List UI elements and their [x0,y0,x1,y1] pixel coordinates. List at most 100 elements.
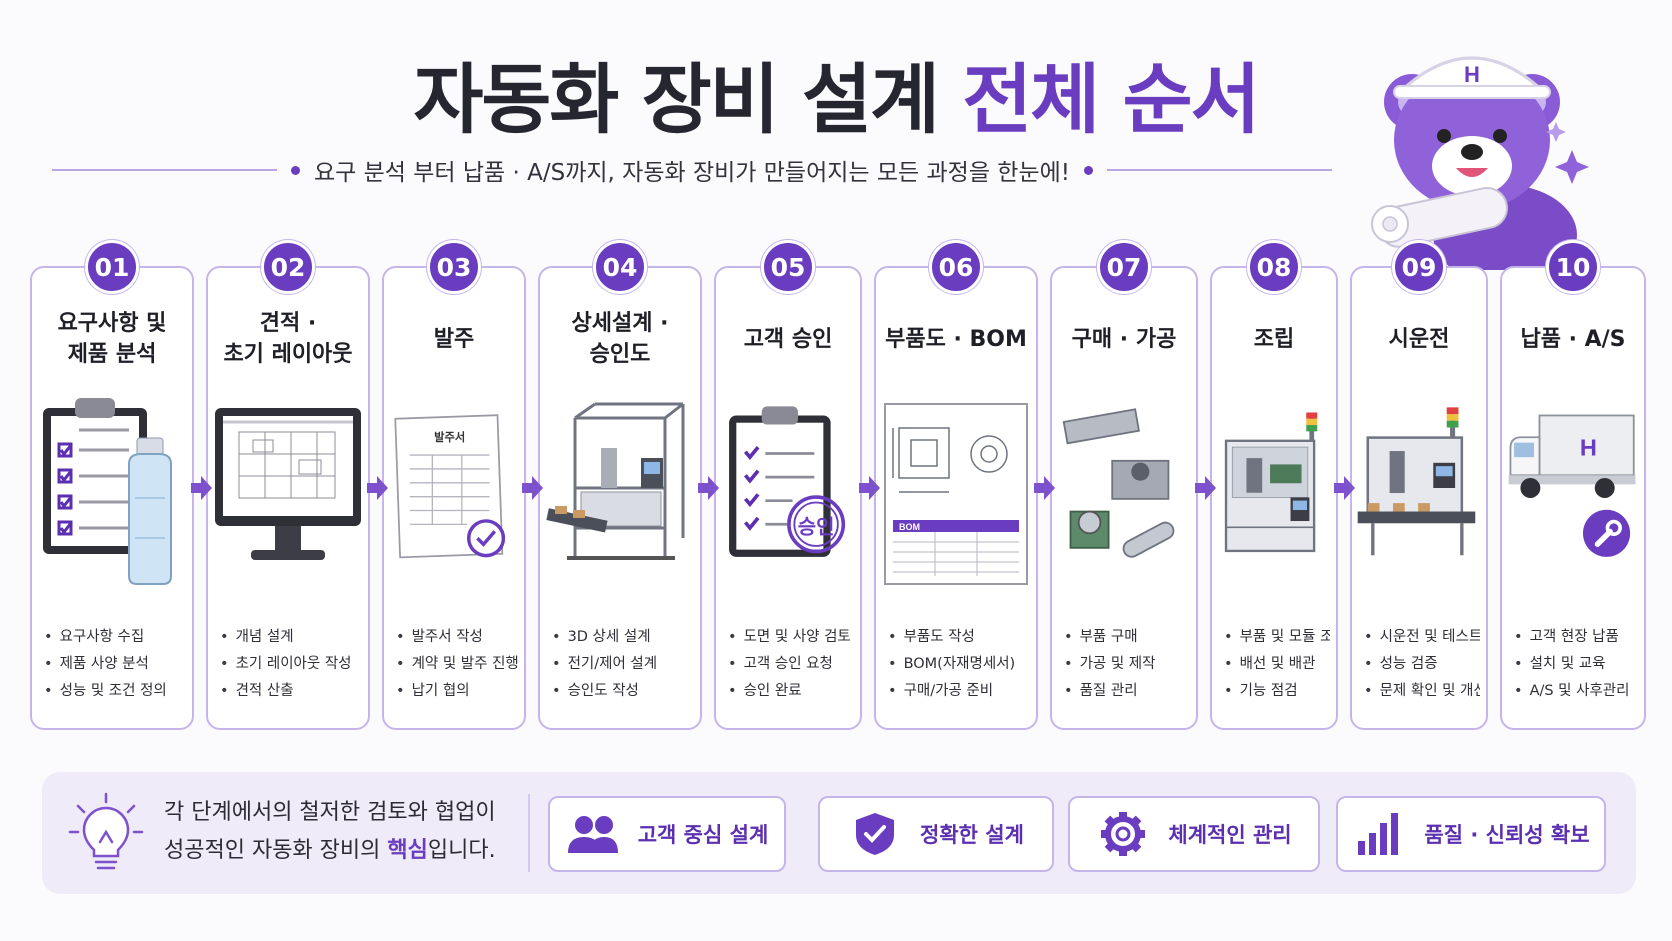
step-bullet: 문제 확인 및 개선 [1364,678,1480,705]
page-title-main: 자동화 장비 설계 [413,55,963,144]
step-bullets: 개념 설계 초기 레이아웃 작성 견적 산출 [220,624,362,705]
step-bullets: 도면 및 사양 검토 고객 승인 요청 승인 완료 [728,624,854,705]
step-bullet: 발주서 작성 [396,624,518,651]
step-bullet: 시운전 및 테스트 [1364,624,1480,651]
step-card-03: 03 발주 발주서 발주서 작성 계약 및 발주 진행 납기 협의 [382,240,526,730]
arrow-right-icon [859,476,880,500]
step-bullets: 부품 구매 가공 및 제작 품질 관리 [1064,624,1190,705]
arrow-right-icon [1034,476,1055,500]
users-icon [567,816,618,853]
subtitle-divider-right [1107,169,1332,171]
step-bullet: 요구사항 수집 [44,624,186,651]
step-card-09: 09 시운전 시운전 및 테스트 성능 검증 문제 확인 및 개선 [1350,240,1488,730]
bar-chart-icon [1358,813,1399,855]
step-title: 구매 · 가공 [1071,326,1177,352]
subtitle-row: 요구 분석 부터 납품 · A/S까지, 자동화 장비가 만들어지는 모든 과정… [52,150,1332,190]
step-bullet: 개념 설계 [220,624,362,651]
step-bullet: 설치 및 교육 [1514,651,1638,678]
arrow-right-icon [698,476,719,500]
machine-frame-icon [546,402,685,560]
gear-icon [1101,812,1146,856]
arrow-right-icon [522,476,543,500]
delivery-truck-icon: H [1508,414,1636,557]
step-number: 01 [85,240,139,294]
step-card-05: 05 고객 승인 승인 도면 및 사양 검토 고객 승인 요청 승인 완료 [714,240,862,730]
step-title: 고객 승인 [743,326,833,352]
step-title: 발주 [433,326,475,352]
pill-label: 체계적인 관리 [1168,823,1292,847]
page-title-accent: 전체 순서 [962,55,1260,144]
pill-label: 정확한 설계 [920,823,1024,847]
step-bullet: 품질 관리 [1064,678,1190,705]
step-bullets: 부품도 작성 BOM(자재명세서) 구매/가공 준비 [888,624,1030,705]
doc-label: 발주서 [434,430,465,444]
bear-mascot-icon: H [1371,56,1589,270]
footer-line-1: 각 단계에서의 철저한 검토와 협업이 [164,800,496,825]
step-bullet: 제품 사양 분석 [44,651,186,678]
step-bullet: 고객 현장 납품 [1514,624,1638,651]
step-bullet: 계약 및 발주 진행 [396,651,518,678]
step-title: 요구사항 및 제품 분석 [57,311,167,367]
step-bullet: 구매/가공 준비 [888,678,1030,705]
clipboard-approval-icon: 승인 [729,406,846,557]
bom-label: BOM [899,522,920,532]
step-card-02: 02 견적 · 초기 레이아웃 개념 설계 초기 레이아웃 작성 견적 산출 [206,240,370,730]
footer-highlight: 핵심 [387,838,428,863]
step-bullet: 승인 완료 [728,678,854,705]
step-bullet: 납기 협의 [396,678,518,705]
footer-line-2: 성공적인 자동화 장비의 핵심입니다. [164,838,496,863]
step-number: 06 [929,240,983,294]
step-bullets: 발주서 작성 계약 및 발주 진행 납기 협의 [396,624,518,705]
step-bullet: BOM(자재명세서) [888,651,1030,678]
step-bullet: 도면 및 사양 검토 [728,624,854,651]
bom-drawing-icon: BOM [884,403,1028,585]
step-title: 상세설계 · 승인도 [571,311,669,367]
step-bullet: 부품 구매 [1064,624,1190,651]
step-number: 03 [427,240,481,294]
helmet-letter: H [1464,62,1480,87]
step-card-08: 08 조립 부품 및 모듈 조립 배선 및 배관 기능 점검 [1210,240,1338,730]
step-title: 시운전 [1388,326,1450,352]
step-number: 04 [593,240,647,294]
lightbulb-icon [68,792,144,870]
machined-parts-icon [1062,408,1175,558]
step-bullets: 요구사항 수집 제품 사양 분석 성능 및 조건 정의 [44,624,186,705]
step-bullets: 3D 상세 설계 전기/제어 설계 승인도 작성 [552,624,694,705]
step-number: 08 [1247,240,1301,294]
truck-logo: H [1580,434,1597,460]
footer-message: 각 단계에서의 철저한 검토와 협업이 성공적인 자동화 장비의 핵심입니다. [164,794,496,870]
step-bullet: 배선 및 배관 [1224,651,1330,678]
arrow-right-icon [191,476,212,500]
step-card-10: 10 납품 · A/S H 고객 현장 납품 설치 및 교육 A/S 및 사후관… [1500,240,1646,730]
subtitle-dot-right [1084,165,1093,175]
step-bullets: 고객 현장 납품 설치 및 교육 A/S 및 사후관리 [1514,624,1638,705]
pill-label: 품질 · 신뢰성 확보 [1424,823,1590,847]
arrow-right-icon [367,476,388,500]
step-title: 견적 · 초기 레이아웃 [223,311,353,367]
page-title: 자동화 장비 설계 전체 순서 [0,38,1672,148]
purchase-order-doc-icon: 발주서 [394,414,506,559]
step-bullet: 승인도 작성 [552,678,694,705]
step-bullet: 3D 상세 설계 [552,624,694,651]
step-number: 09 [1392,240,1446,294]
step-card-01: 01 요구사항 및 제품 분석 요구사항 수집 제품 사양 분석 성능 및 조건… [30,240,194,730]
test-run-machine-icon [1357,407,1476,556]
pill-systematic-management: 체계적인 관리 [1068,796,1320,872]
step-bullet: 견적 산출 [220,678,362,705]
step-number: 02 [261,240,315,294]
step-card-07: 07 구매 · 가공 부품 구매 가공 및 제작 품질 관리 [1050,240,1198,730]
arrow-right-icon [1195,476,1216,500]
step-number: 07 [1097,240,1151,294]
pill-label: 고객 중심 설계 [637,823,769,847]
pill-accurate-design: 정확한 설계 [818,796,1054,872]
step-bullet: A/S 및 사후관리 [1514,678,1638,705]
footer-banner: 각 단계에서의 철저한 검토와 협업이 성공적인 자동화 장비의 핵심입니다. … [42,772,1636,894]
step-card-06: 06 부품도 · BOM BOM 부품도 작성 BOM(자재명세서) 구매/가공… [874,240,1038,730]
step-bullet: 기능 점검 [1224,678,1330,705]
shield-check-icon [856,813,895,855]
step-bullet: 성능 및 조건 정의 [44,678,186,705]
approval-stamp-label: 승인 [798,515,835,538]
step-title: 조립 [1253,326,1295,352]
subtitle: 요구 분석 부터 납품 · A/S까지, 자동화 장비가 만들어지는 모든 과정… [314,160,1070,186]
step-bullet: 부품 및 모듈 조립 [1224,624,1330,651]
